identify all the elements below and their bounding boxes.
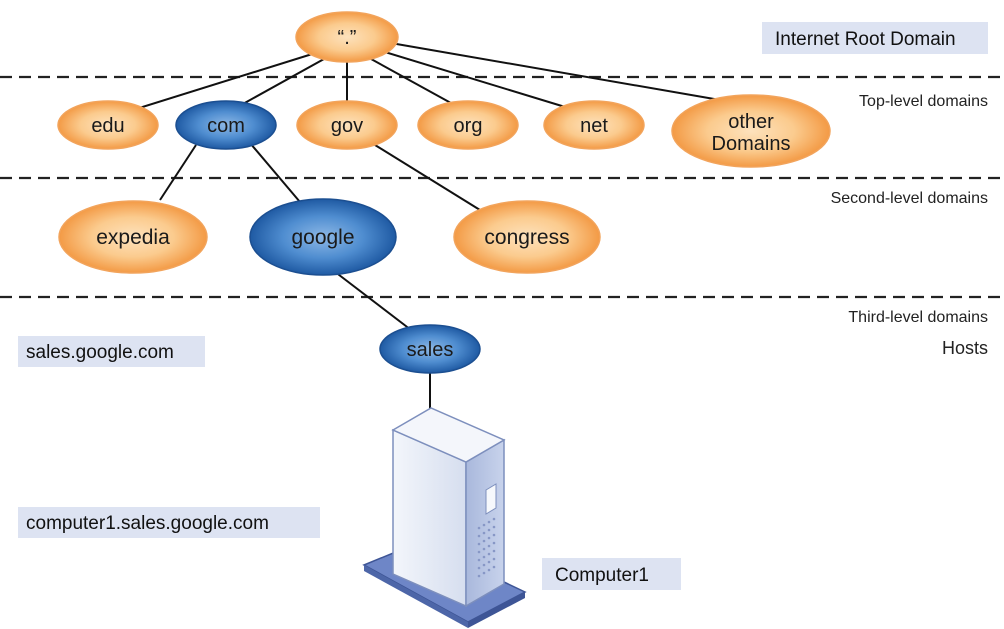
root-level-label: Internet Root Domain <box>775 29 956 50</box>
edge-root-net <box>374 48 576 111</box>
tld-node-edu: edu <box>57 100 159 150</box>
hosts-label: Hosts <box>942 338 988 358</box>
sld-label-congress: congress <box>484 226 569 249</box>
domain-fqdn-label: sales.google.com <box>26 342 174 363</box>
root-level-label-box: Internet Root Domain <box>762 22 988 54</box>
sld-label-expedia: expedia <box>96 226 170 249</box>
edge-root-com <box>231 53 334 111</box>
tld-label-other-line1: other <box>728 111 774 133</box>
edge-root-edu <box>119 49 326 115</box>
tld-label-net: net <box>580 115 608 137</box>
sld-node-congress: congress <box>453 200 601 274</box>
third-level-domains-label: Third-level domains <box>848 309 988 326</box>
host-fqdn-box: computer1.sales.google.com <box>18 507 320 538</box>
sld-node-expedia: expedia <box>58 200 208 274</box>
edge-com-expedia <box>159 144 197 201</box>
sld-node-google: google <box>249 198 397 276</box>
computer1-label: Computer1 <box>555 565 649 586</box>
edge-google-sales <box>329 267 416 334</box>
top-level-domains-label: Top-level domains <box>859 93 988 110</box>
tld-label-com: com <box>207 115 245 137</box>
tld-node-gov: gov <box>296 100 398 150</box>
root-node-label: “.” <box>338 27 357 49</box>
third-level-node-sales: sales <box>379 324 481 374</box>
server-tower-icon <box>362 407 527 628</box>
edge-gov-congress <box>374 144 481 211</box>
domain-fqdn-box: sales.google.com <box>18 336 205 367</box>
sld-label-google: google <box>291 226 354 249</box>
second-level-domains-label: Second-level domains <box>831 190 988 207</box>
root-node: “.” <box>295 11 399 63</box>
tree-edges <box>119 41 721 412</box>
tld-node-com: com <box>175 100 277 150</box>
computer1-box: Computer1 <box>542 558 681 590</box>
tld-node-net: net <box>543 100 645 150</box>
edge-root-org <box>361 53 461 109</box>
edge-root-other <box>384 41 721 101</box>
third-level-label-sales: sales <box>407 339 454 361</box>
edge-com-google <box>249 142 301 203</box>
tld-label-other-line2: Domains <box>712 133 791 155</box>
tld-label-edu: edu <box>91 115 124 137</box>
host-fqdn-label: computer1.sales.google.com <box>26 513 269 534</box>
tld-node-other-domains: other Domains <box>671 94 831 168</box>
tld-node-org: org <box>417 100 519 150</box>
tld-label-org: org <box>454 115 483 137</box>
tld-label-gov: gov <box>331 115 363 137</box>
